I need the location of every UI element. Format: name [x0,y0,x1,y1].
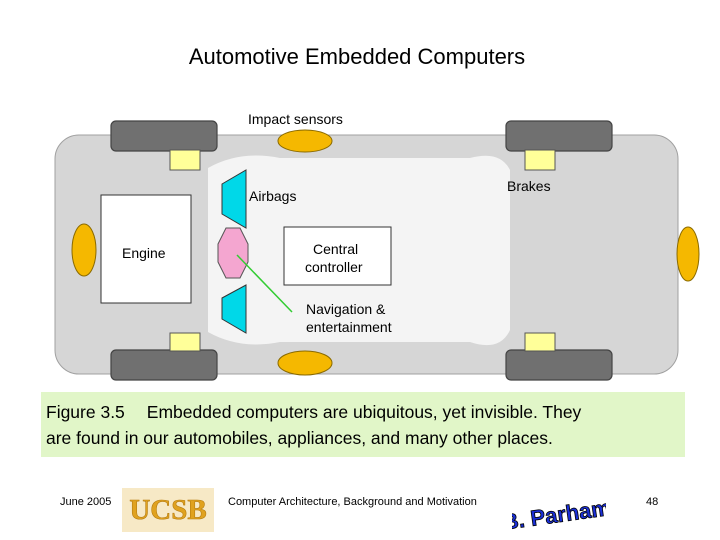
airbag-top [221,169,247,229]
figure-number: Figure 3.5 [46,402,125,422]
slide-title: Automotive Embedded Computers [188,44,526,69]
caption-line-2: are found in our automobiles, appliances… [46,428,553,448]
brake-pad-rear-top [524,149,556,171]
label-navigation-1: Navigation & [306,301,386,317]
tire-front-top [110,120,218,152]
engine-box [100,194,192,304]
label-brakes: Brakes [507,178,551,194]
caption-line-1: Figure 3.5 Embedded computers are ubiquit… [46,399,681,425]
brake-pad-rear-bottom [524,332,556,352]
impact-sensor-top [277,129,333,153]
author-logo: B. Parhami [512,494,606,533]
figure-caption: Figure 3.5 Embedded computers are ubiquit… [41,392,685,457]
navigation-unit [217,227,249,279]
ucsb-logo: UCSB [122,488,214,532]
label-navigation-2: entertainment [306,319,392,335]
label-central-controller-1: Central [313,241,358,257]
tire-front-bottom [110,349,218,381]
footer-date: June 2005 [60,496,112,508]
footer-course-title: Computer Architecture, Background and Mo… [228,496,477,508]
label-central-controller-2: controller [305,259,363,275]
label-impact-sensors: Impact sensors [248,111,343,127]
author-logo-text: B. Parhami [512,494,606,533]
ucsb-logo-text: UCSB [129,494,206,526]
tire-rear-top [505,120,613,152]
caption-text-1: Embedded computers are ubiquitous, yet i… [146,402,582,422]
brake-pad-front-top [169,149,201,171]
brake-pad-front-bottom [169,332,201,352]
impact-sensor-rear [676,226,700,282]
label-airbags: Airbags [249,188,296,204]
impact-sensor-front [71,223,97,277]
impact-sensor-bottom [277,350,333,376]
central-controller-box [283,226,392,286]
footer-page-number: 48 [646,496,659,508]
label-engine: Engine [122,245,166,261]
airbag-bottom [221,284,247,334]
tire-rear-bottom [505,349,613,381]
navigation-pointer-line [236,254,293,313]
